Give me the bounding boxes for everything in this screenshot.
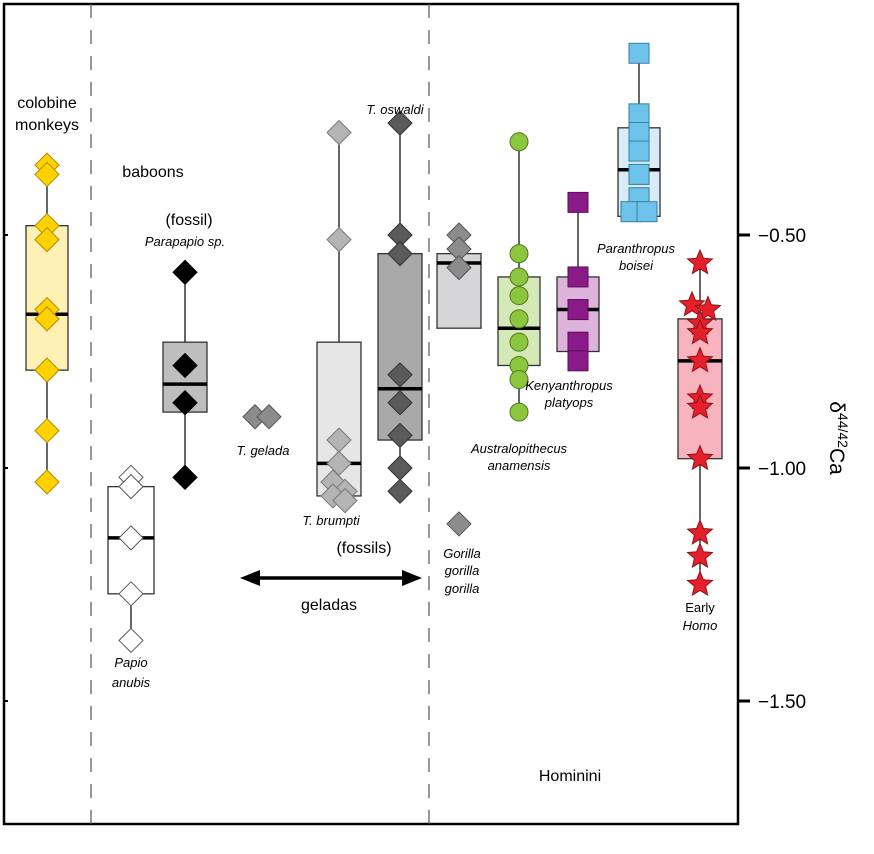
geladas-arrow-head-right bbox=[402, 570, 422, 586]
data-point-paranthropus-boisei bbox=[628, 121, 650, 143]
series-label-australopithecus-anamensis: Australopithecus bbox=[470, 441, 568, 456]
data-point-papio-anubis bbox=[118, 627, 144, 654]
plot-frame bbox=[2, 2, 740, 826]
data-point-australopithecus-anamensis bbox=[509, 332, 529, 352]
data-point-gorilla-gorilla-gorilla bbox=[446, 254, 472, 281]
data-point-t-oswaldi bbox=[387, 422, 413, 449]
data-point-kenyanthropus-platyops bbox=[567, 299, 589, 321]
data-point-papio-anubis bbox=[118, 581, 144, 607]
data-point-colobine-monkeys bbox=[34, 418, 60, 444]
series-label-early-homo: Early bbox=[685, 600, 715, 615]
series-label-early-homo: Homo bbox=[683, 618, 718, 633]
data-point-colobine-monkeys bbox=[34, 306, 60, 332]
series-label-t-oswaldi: T. oswaldi bbox=[366, 102, 424, 117]
data-point-early-homo bbox=[686, 346, 714, 373]
data-point-t-oswaldi bbox=[387, 478, 413, 505]
data-point-papio-anubis bbox=[118, 473, 144, 500]
data-point-early-homo bbox=[686, 444, 714, 471]
data-point-early-homo bbox=[686, 393, 714, 419]
data-point-t-oswaldi bbox=[387, 240, 413, 267]
data-point-t-brumpti bbox=[326, 226, 352, 253]
geladas-arrow-head-left bbox=[240, 570, 260, 586]
data-point-t-brumpti bbox=[326, 119, 352, 146]
series-label-papio-anubis: anubis bbox=[112, 675, 151, 690]
y-axis-label-delta: δ bbox=[825, 401, 848, 413]
data-point-australopithecus-anamensis bbox=[509, 132, 529, 152]
data-point-early-homo bbox=[686, 248, 714, 275]
series-label-papio-anubis: Papio bbox=[114, 655, 147, 670]
data-point-parapapio-sp bbox=[172, 464, 198, 491]
group-label-fossil: (fossil) bbox=[165, 212, 212, 229]
data-point-early-homo bbox=[686, 542, 714, 569]
data-point-early-homo bbox=[686, 318, 714, 345]
data-point-paranthropus-boisei bbox=[628, 163, 650, 185]
data-point-papio-anubis bbox=[118, 525, 144, 551]
series-label-gorilla-gorilla-gorilla: gorilla bbox=[445, 563, 480, 578]
data-point-t-oswaldi bbox=[387, 362, 413, 388]
data-point-australopithecus-anamensis bbox=[509, 244, 529, 264]
data-point-early-homo bbox=[686, 570, 714, 597]
data-point-australopithecus-anamensis bbox=[509, 369, 529, 389]
data-point-australopithecus-anamensis bbox=[509, 402, 529, 422]
y-tick-label: −1.50 bbox=[758, 692, 806, 713]
data-point-t-oswaldi bbox=[387, 110, 413, 136]
data-point-t-oswaldi bbox=[387, 390, 413, 416]
group-label-colobine-monkeys: colobine bbox=[17, 95, 77, 112]
data-point-kenyanthropus-platyops bbox=[567, 266, 589, 288]
data-point-early-homo bbox=[686, 518, 714, 545]
data-point-colobine-monkeys bbox=[34, 226, 60, 253]
series-label-kenyanthropus-platyops: platyops bbox=[544, 395, 594, 410]
data-point-kenyanthropus-platyops bbox=[567, 331, 589, 353]
data-point-paranthropus-boisei bbox=[636, 201, 658, 223]
series-label-gorilla-gorilla-gorilla: gorilla bbox=[445, 581, 480, 596]
y-tick-label: −1.00 bbox=[758, 459, 806, 480]
group-label-baboons: baboons bbox=[122, 164, 183, 181]
series-label-paranthropus-boisei: boisei bbox=[619, 258, 654, 273]
series-label-gorilla-gorilla-gorilla: Gorilla bbox=[443, 546, 481, 561]
series-label-paranthropus-boisei: Paranthropus bbox=[597, 241, 676, 256]
data-point-early-homo bbox=[678, 290, 706, 317]
group-label-fossils: (fossils) bbox=[336, 540, 391, 557]
data-point-australopithecus-anamensis bbox=[509, 309, 529, 329]
series-label-kenyanthropus-platyops: Kenyanthropus bbox=[525, 378, 613, 393]
y-axis-label-element: Ca bbox=[825, 448, 848, 475]
data-point-colobine-monkeys bbox=[34, 469, 60, 495]
data-point-kenyanthropus-platyops bbox=[567, 191, 589, 213]
data-point-parapapio-sp bbox=[172, 259, 198, 285]
y-axis-label: δ44/42Ca bbox=[825, 401, 851, 475]
data-point-parapapio-sp bbox=[172, 390, 198, 416]
series-label-t-brumpti: T. brumpti bbox=[302, 513, 360, 528]
y-axis-label-superscript: 44/42 bbox=[835, 413, 851, 448]
data-point-t-oswaldi bbox=[387, 455, 413, 481]
data-point-t-brumpti bbox=[332, 487, 358, 514]
data-point-colobine-monkeys bbox=[34, 161, 60, 188]
group-label-colobine-monkeys: monkeys bbox=[15, 117, 79, 134]
group-label-geladas: geladas bbox=[301, 597, 357, 614]
data-point-colobine-monkeys bbox=[34, 357, 60, 383]
group-label-hominini: Hominini bbox=[539, 768, 601, 785]
series-label-australopithecus-anamensis: anamensis bbox=[488, 458, 551, 473]
data-point-australopithecus-anamensis bbox=[509, 267, 529, 287]
data-point-paranthropus-boisei bbox=[628, 42, 650, 64]
series-label-t-gelada: T. gelada bbox=[236, 443, 289, 458]
data-point-kenyanthropus-platyops bbox=[567, 350, 589, 372]
series-label-parapapio-sp: Parapapio sp. bbox=[145, 234, 225, 249]
data-point-parapapio-sp bbox=[172, 352, 198, 379]
data-point-t-gelada bbox=[256, 404, 282, 430]
data-point-paranthropus-boisei bbox=[628, 140, 650, 162]
data-point-gorilla-gorilla-gorilla bbox=[446, 511, 472, 537]
data-point-australopithecus-anamensis bbox=[509, 286, 529, 306]
y-tick-label: −0.50 bbox=[758, 226, 806, 247]
data-point-paranthropus-boisei bbox=[628, 103, 650, 125]
